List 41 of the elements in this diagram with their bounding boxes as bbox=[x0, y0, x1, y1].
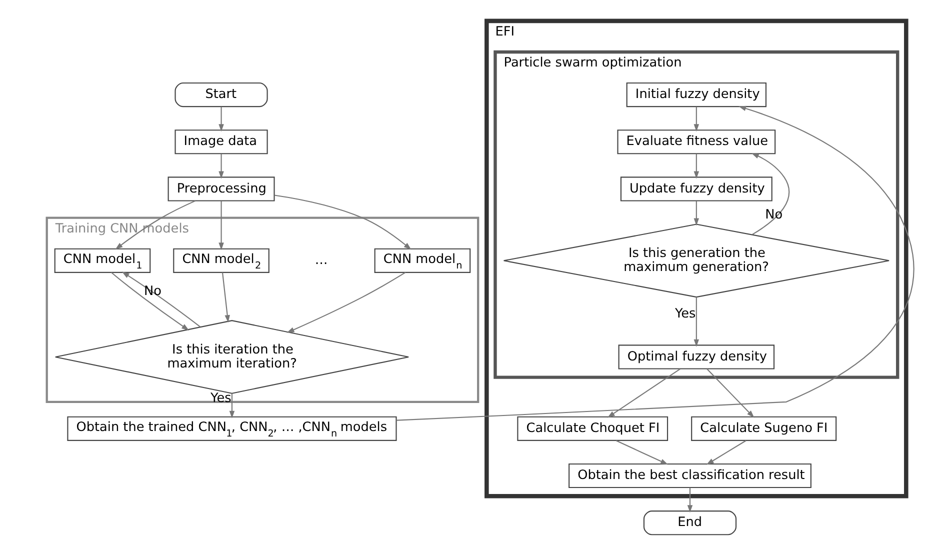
arrow bbox=[615, 440, 668, 465]
node-box: Evaluate fitness value bbox=[616, 130, 776, 154]
arrow bbox=[218, 106, 224, 132]
arrow bbox=[606, 368, 680, 418]
arrow bbox=[121, 272, 200, 328]
node-box: CNN model$_{2}$ bbox=[172, 248, 269, 273]
arrow bbox=[693, 297, 699, 347]
node-box: Start bbox=[174, 82, 268, 108]
node-box: Obtain the best classification result bbox=[568, 463, 811, 488]
node-box: CNN model$_{n}$ bbox=[374, 248, 470, 273]
node-diamond: Is this iteration the maximum iteration? bbox=[54, 320, 409, 394]
node-box: Obtain the trained CNN$_{1}$, CNN$_{2}$, … ,CNN$_{n}$ models bbox=[66, 416, 396, 441]
node-box: Preprocessing bbox=[167, 176, 274, 202]
node-box: Image data bbox=[174, 130, 268, 154]
arrow bbox=[750, 153, 790, 236]
edge-label: No bbox=[144, 284, 161, 300]
edge-label: Yes bbox=[674, 306, 696, 322]
arrow bbox=[286, 272, 406, 333]
arrow bbox=[693, 106, 699, 132]
arrow bbox=[221, 272, 230, 323]
arrow bbox=[110, 272, 189, 330]
arrow bbox=[706, 368, 754, 418]
arrow bbox=[686, 488, 692, 513]
node-box: Update fuzzy density bbox=[620, 176, 772, 202]
arrow bbox=[396, 106, 914, 421]
arrow bbox=[693, 200, 699, 226]
node-box: Calculate Sugeno FI bbox=[690, 416, 836, 441]
arrow bbox=[228, 394, 234, 418]
node-box: Calculate Choquet FI bbox=[516, 416, 668, 441]
label: … bbox=[314, 252, 328, 268]
node-box: Initial fuzzy density bbox=[626, 82, 766, 108]
arrow bbox=[218, 154, 224, 179]
node-box: End bbox=[642, 510, 736, 536]
node-box: Optimal fuzzy density bbox=[618, 344, 774, 370]
arrow bbox=[706, 440, 746, 465]
edge-label: No bbox=[764, 208, 782, 223]
node-diamond: Is this generation the maximum generation? bbox=[502, 224, 890, 298]
arrow bbox=[693, 154, 699, 179]
arrow bbox=[218, 200, 224, 250]
node-box: CNN model$_{1}$ bbox=[54, 248, 150, 273]
arrow bbox=[274, 194, 411, 250]
